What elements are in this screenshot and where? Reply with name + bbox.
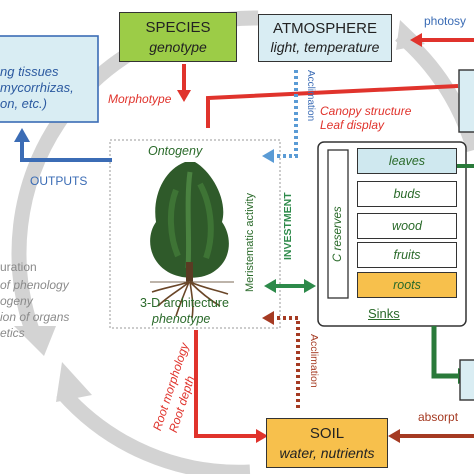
- right-edge-box: [458, 69, 474, 133]
- atmosphere-box: ATMOSPHERE light, temperature: [258, 14, 392, 62]
- left-note-2: of phenology: [0, 278, 69, 292]
- sink-leaves: leaves: [357, 148, 457, 174]
- meristematic-label: Meristematic activity: [244, 192, 256, 292]
- outputs-line-2: mycorrhizas,: [0, 80, 74, 95]
- sink-fruits: fruits: [357, 242, 457, 268]
- outputs-arrow: [20, 140, 112, 162]
- right-edge-box-bottom: [459, 359, 474, 401]
- canopy-structure-label: Canopy structure: [320, 104, 412, 118]
- reserves-column: [327, 149, 349, 299]
- outputs-box: [0, 35, 99, 123]
- species-box: SPECIES genotype: [119, 12, 237, 62]
- species-title: SPECIES: [145, 19, 211, 36]
- left-note-5: etics: [0, 326, 25, 340]
- acclimation-top-label: Acclimation: [305, 70, 316, 122]
- soil-title: SOIL: [309, 425, 345, 442]
- cycle-arrowhead-left: [14, 326, 56, 356]
- left-note-4: ion of organs: [0, 310, 70, 324]
- acclimation-top-arrow: [270, 70, 298, 158]
- soil-subtitle: water, nutrients: [279, 445, 375, 461]
- atmosphere-subtitle: light, temperature: [270, 39, 380, 55]
- species-subtitle: genotype: [149, 39, 207, 55]
- photosynthesis-label: photosy: [424, 14, 467, 28]
- phenotype-label: phenotype: [152, 312, 211, 326]
- sink-roots: roots: [357, 272, 457, 298]
- root-arrow: [194, 330, 256, 438]
- ontogeny-label: Ontogeny: [148, 144, 203, 158]
- acclimation-bottom-arrow: [270, 316, 300, 408]
- left-note-3: ogeny: [0, 294, 33, 308]
- left-note-1: uration: [0, 260, 37, 274]
- canopy-arrow: [206, 84, 459, 128]
- sink-wood: wood: [357, 213, 457, 239]
- sink-buds: buds: [357, 181, 457, 207]
- architecture-label: 3-D architecture: [140, 296, 229, 310]
- leaf-display-label: Leaf display: [320, 118, 385, 132]
- atmosphere-title: ATMOSPHERE: [273, 20, 377, 37]
- absorption-label: absorpt: [418, 410, 459, 424]
- acclimation-bottom-label: Acclimation: [308, 334, 320, 388]
- green-right-arrow-bottom: [431, 326, 460, 379]
- soil-box: SOIL water, nutrients: [266, 418, 388, 468]
- morphotype-label: Morphotype: [108, 92, 172, 106]
- investment-label: INVESTMENT: [282, 192, 294, 260]
- tree-illustration: [150, 162, 234, 319]
- reserves-label: C reserves: [332, 206, 344, 262]
- sinks-title: Sinks: [368, 306, 400, 321]
- outputs-label: OUTPUTS: [30, 174, 88, 188]
- cycle-arrowhead-bottom: [56, 362, 92, 402]
- outputs-line-3: on, etc.): [0, 96, 47, 111]
- outputs-line-1: ng tissues: [0, 64, 59, 79]
